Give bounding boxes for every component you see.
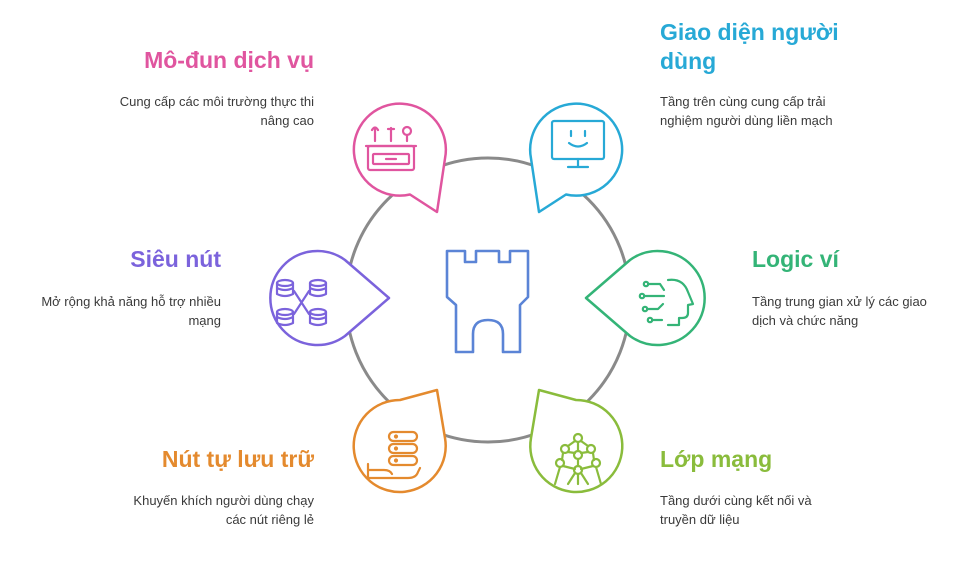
desc-ui: Tầng trên cùng cung cấp trải nghiệm ngườ… [660,94,833,128]
desc-network: Tầng dưới cùng kết nối và truyền dữ liệu [660,493,812,527]
database-network-icon [275,278,328,327]
desc-supernode: Mở rộng khả năng hỗ trợ nhiều mạng [41,294,221,328]
desc-storage: Khuyến khích người dùng chạy các nút riê… [133,493,314,527]
pin-supernode [269,249,391,347]
title-ui: Giao diện người dùng [660,19,839,74]
server-hand-icon [366,430,422,480]
pin-ui [528,102,624,214]
pin-service [352,102,448,214]
title-storage: Nút tự lưu trữ [161,446,314,472]
toolbox-icon [364,125,418,172]
atomium-network-icon [553,432,603,486]
title-supernode: Siêu nút [130,246,221,272]
pin-wallet [584,249,706,347]
desc-wallet: Tầng trung gian xử lý các giao dịch và c… [752,294,927,328]
title-service: Mô-đun dịch vụ [144,47,314,73]
desc-service: Cung cấp các môi trường thực thi nâng ca… [119,94,314,128]
castle-tower-icon [445,249,530,354]
monitor-smile-icon [550,119,606,169]
ai-head-icon [638,278,695,327]
title-network: Lớp mạng [660,446,773,472]
title-wallet: Logic ví [752,246,839,272]
